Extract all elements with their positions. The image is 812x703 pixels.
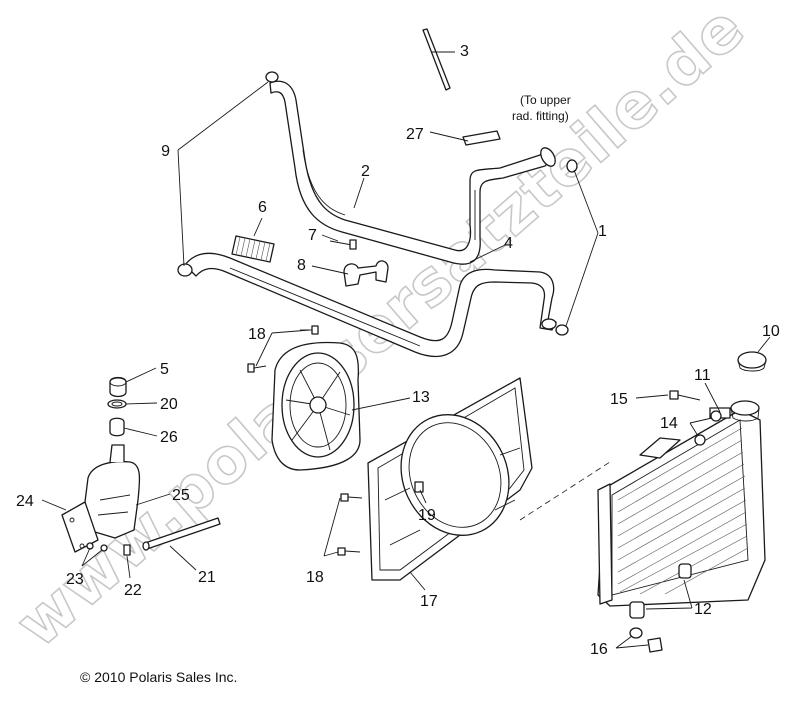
- radiator-fill-neck: [730, 400, 760, 422]
- lower-radiator-hose: [184, 252, 557, 358]
- upper-radiator-hose: [269, 80, 556, 265]
- nuts-14: [694, 410, 722, 446]
- label-9: 9: [161, 143, 170, 160]
- label-18-upper: 18: [248, 326, 266, 343]
- label-21: 21: [198, 569, 216, 586]
- label-18-lower: 18: [306, 569, 324, 586]
- zip-tie-rod: [422, 28, 451, 91]
- cooling-fan-assembly: [271, 341, 361, 471]
- label-25: 25: [172, 487, 190, 504]
- note-line-1: (To upper: [520, 93, 571, 107]
- label-13: 13: [412, 389, 430, 406]
- label-16: 16: [590, 641, 608, 658]
- foam-pad: [462, 130, 501, 146]
- shroud-bolts-18-lower: [337, 493, 363, 556]
- label-17: 17: [420, 593, 438, 610]
- label-19: 19: [418, 507, 436, 524]
- bolt-15: [669, 390, 701, 401]
- label-24: 24: [16, 493, 34, 510]
- callout-labels: 9 3 27 2 6 7 8 4 1 18 13 19 17 18 10 11 …: [16, 43, 780, 658]
- label-1: 1: [598, 223, 607, 240]
- label-14: 14: [660, 415, 678, 432]
- label-6: 6: [258, 199, 267, 216]
- label-23: 23: [66, 571, 84, 588]
- label-27: 27: [406, 126, 424, 143]
- label-3: 3: [460, 43, 469, 60]
- temperature-sensor: [629, 627, 663, 653]
- seal-ring: [107, 399, 127, 409]
- hose-bracket: [343, 260, 389, 287]
- hose-sleeve-spring: [231, 235, 275, 263]
- upper-fitting-note: (To upper rad. fitting): [512, 93, 571, 123]
- bolt-7: [329, 239, 357, 250]
- coolant-recovery-bottle: [83, 444, 141, 539]
- label-5: 5: [160, 361, 169, 378]
- filler-neck: [109, 417, 125, 437]
- label-26: 26: [160, 429, 178, 446]
- label-15: 15: [610, 391, 628, 408]
- copyright-text: © 2010 Polaris Sales Inc.: [80, 669, 237, 685]
- alignment-line: [519, 461, 611, 521]
- label-7: 7: [308, 227, 317, 244]
- overflow-hose: [142, 517, 221, 551]
- label-8: 8: [297, 257, 306, 274]
- note-line-2: rad. fitting): [512, 109, 569, 123]
- label-11: 11: [694, 367, 711, 384]
- leader-lines: [41, 51, 771, 649]
- grommet-12: [629, 563, 692, 619]
- label-12: 12: [694, 601, 712, 618]
- bottle-bracket: [61, 501, 99, 553]
- mounting-screws: [86, 542, 131, 556]
- label-10: 10: [762, 323, 780, 340]
- label-20: 20: [160, 396, 178, 413]
- label-22: 22: [124, 582, 142, 599]
- label-2: 2: [361, 163, 370, 180]
- recovery-bottle-cap: [109, 376, 127, 398]
- radiator-cap: [737, 351, 767, 372]
- label-4: 4: [504, 235, 513, 252]
- fan-shroud: [367, 377, 533, 581]
- hose-clamps: [177, 71, 578, 336]
